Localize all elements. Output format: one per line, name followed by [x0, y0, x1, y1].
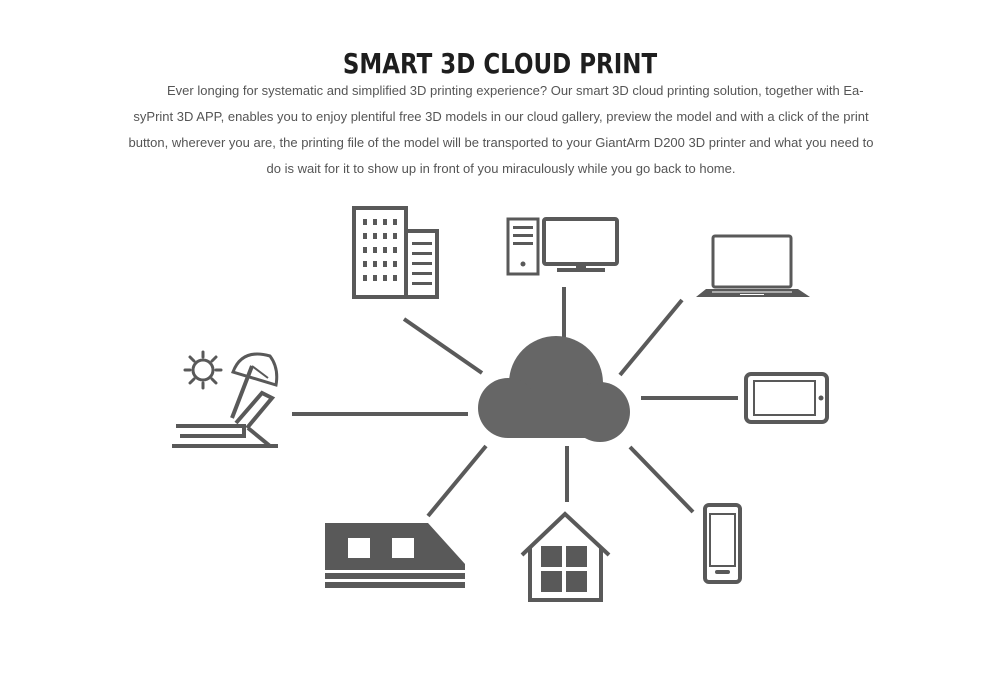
office-building-icon — [352, 206, 439, 299]
connector-lines — [292, 287, 738, 518]
connector-laptop — [618, 298, 684, 377]
desktop-computer-icon — [506, 217, 619, 276]
house-icon — [520, 511, 611, 602]
connector-train — [426, 444, 488, 518]
laptop-icon — [696, 234, 810, 297]
cloud-icon — [478, 336, 630, 442]
train-icon — [325, 523, 465, 588]
connector-phone — [628, 445, 695, 514]
page-title: SMART 3D CLOUD PRINT — [342, 46, 658, 80]
connector-building — [402, 317, 484, 375]
beach-chair-icon — [172, 350, 279, 448]
intro-paragraph: Ever longing for systematic and simplifi… — [128, 83, 874, 176]
tablet-icon — [744, 372, 829, 424]
smartphone-icon — [703, 503, 742, 584]
